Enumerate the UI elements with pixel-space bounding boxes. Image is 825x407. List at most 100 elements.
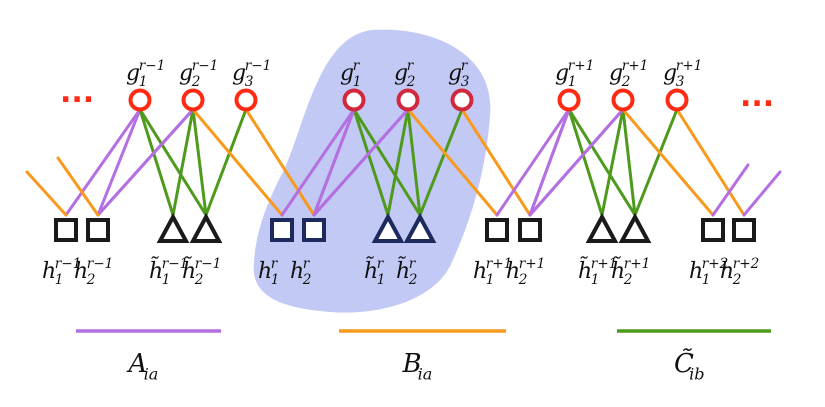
h-node-square <box>518 218 542 242</box>
label-sub: 1 <box>568 74 577 90</box>
label-sup: r+1 <box>622 58 649 74</box>
legend-label: Aia <box>127 349 159 383</box>
g-node <box>342 88 366 112</box>
h-label: h2r+1 <box>506 256 545 288</box>
label-base: g <box>179 61 193 86</box>
edge-c <box>418 108 464 217</box>
h-node-square <box>54 218 78 242</box>
label-sub: 2 <box>518 272 528 288</box>
edge-a <box>312 108 356 217</box>
label-sub: 1 <box>353 74 362 90</box>
edge-b <box>191 108 284 217</box>
h-label: h1r+1 <box>473 256 512 288</box>
h-label: h̃2r+1 <box>611 256 650 288</box>
label-sub: 3 <box>676 74 685 90</box>
h-label: h̃1r−1 <box>149 256 188 288</box>
label-sup: r <box>377 256 385 272</box>
g-label: g1r <box>340 58 361 90</box>
label-sub: 3 <box>245 74 254 90</box>
label-sub: 1 <box>139 74 148 90</box>
edge-c <box>138 108 208 217</box>
label-base: h̃ <box>149 257 163 284</box>
edge-c <box>171 108 195 217</box>
edge-b <box>406 108 499 217</box>
h-label: h̃1r+1 <box>578 256 617 288</box>
label-sup: r+2 <box>702 256 729 272</box>
h-node-triangle <box>585 212 619 243</box>
label-sup: r−1 <box>192 58 219 74</box>
label-sub: 1 <box>55 272 64 288</box>
label-sub: 3 <box>461 74 470 90</box>
label-sub: ia <box>144 364 159 383</box>
h-node-square <box>86 218 110 242</box>
g-node <box>396 88 420 112</box>
label-base: g <box>232 61 246 86</box>
label-base: A <box>127 349 148 379</box>
h-label: h1r−1 <box>42 256 81 288</box>
label-sup: r−1 <box>87 256 114 272</box>
g-node <box>557 88 581 112</box>
label-sup: r+1 <box>591 256 618 272</box>
label-sub: 2 <box>408 272 418 288</box>
h-label: h2r <box>290 256 311 288</box>
edge-c <box>567 108 604 217</box>
edge-c <box>204 108 248 217</box>
h-node-triangle <box>189 212 223 243</box>
edge-b <box>25 170 68 217</box>
h-label: h̃1r <box>364 256 385 288</box>
h-node-triangle <box>618 212 652 243</box>
g-label: g3r+1 <box>663 58 702 90</box>
label-sup: r−1 <box>139 58 166 74</box>
g-label: g2r <box>394 58 415 90</box>
ellipsis: ... <box>60 75 94 110</box>
label-sub: 1 <box>591 272 600 288</box>
label-sub: 2 <box>191 74 201 90</box>
label-sub: 2 <box>732 272 742 288</box>
ellipsis: ... <box>740 79 774 114</box>
label-base: h̃ <box>182 257 196 284</box>
label-sup: r <box>303 256 311 272</box>
label-sup: r+1 <box>624 256 651 272</box>
label-sup: r <box>409 256 417 272</box>
g-node <box>234 88 258 112</box>
label-sup: r <box>461 58 469 74</box>
edge-a <box>742 170 782 217</box>
edge-c <box>633 108 679 217</box>
edge-b <box>56 156 100 217</box>
edge-c <box>138 108 175 217</box>
h-node-square <box>701 218 725 242</box>
label-base: h̃ <box>364 257 378 284</box>
h-label: h̃2r−1 <box>182 256 221 288</box>
label-base: g <box>663 61 677 86</box>
label-base: C̃ <box>674 348 694 379</box>
edge-b <box>460 108 532 217</box>
label-sup: r <box>407 58 415 74</box>
h-node-square <box>732 218 756 242</box>
label-base: h <box>290 259 304 284</box>
label-base: g <box>609 61 623 86</box>
h-node-square <box>485 218 509 242</box>
label-base: g <box>340 61 354 86</box>
g-label: g3r <box>448 58 470 90</box>
legend-label: C̃ib <box>674 348 705 383</box>
label-base: g <box>448 61 462 86</box>
label-sup: r−1 <box>162 256 189 272</box>
h-label: h2r+2 <box>720 256 759 288</box>
edge-b <box>675 108 746 217</box>
h-node-triangle <box>403 212 437 243</box>
edge-b <box>244 108 316 217</box>
h-node-triangle <box>156 212 190 243</box>
h-label: h̃2r <box>396 256 417 288</box>
label-sup: r+1 <box>519 256 546 272</box>
edge-b <box>621 108 715 217</box>
label-base: g <box>394 61 408 86</box>
legend-label: Bia <box>402 349 433 383</box>
edge-c <box>567 108 637 217</box>
edge-a <box>96 108 142 217</box>
h-label: h1r+2 <box>689 256 728 288</box>
g-label: g3r−1 <box>232 58 271 90</box>
label-sub: 1 <box>271 272 280 288</box>
g-label: g2r−1 <box>179 58 218 90</box>
label-base: h <box>74 259 88 284</box>
